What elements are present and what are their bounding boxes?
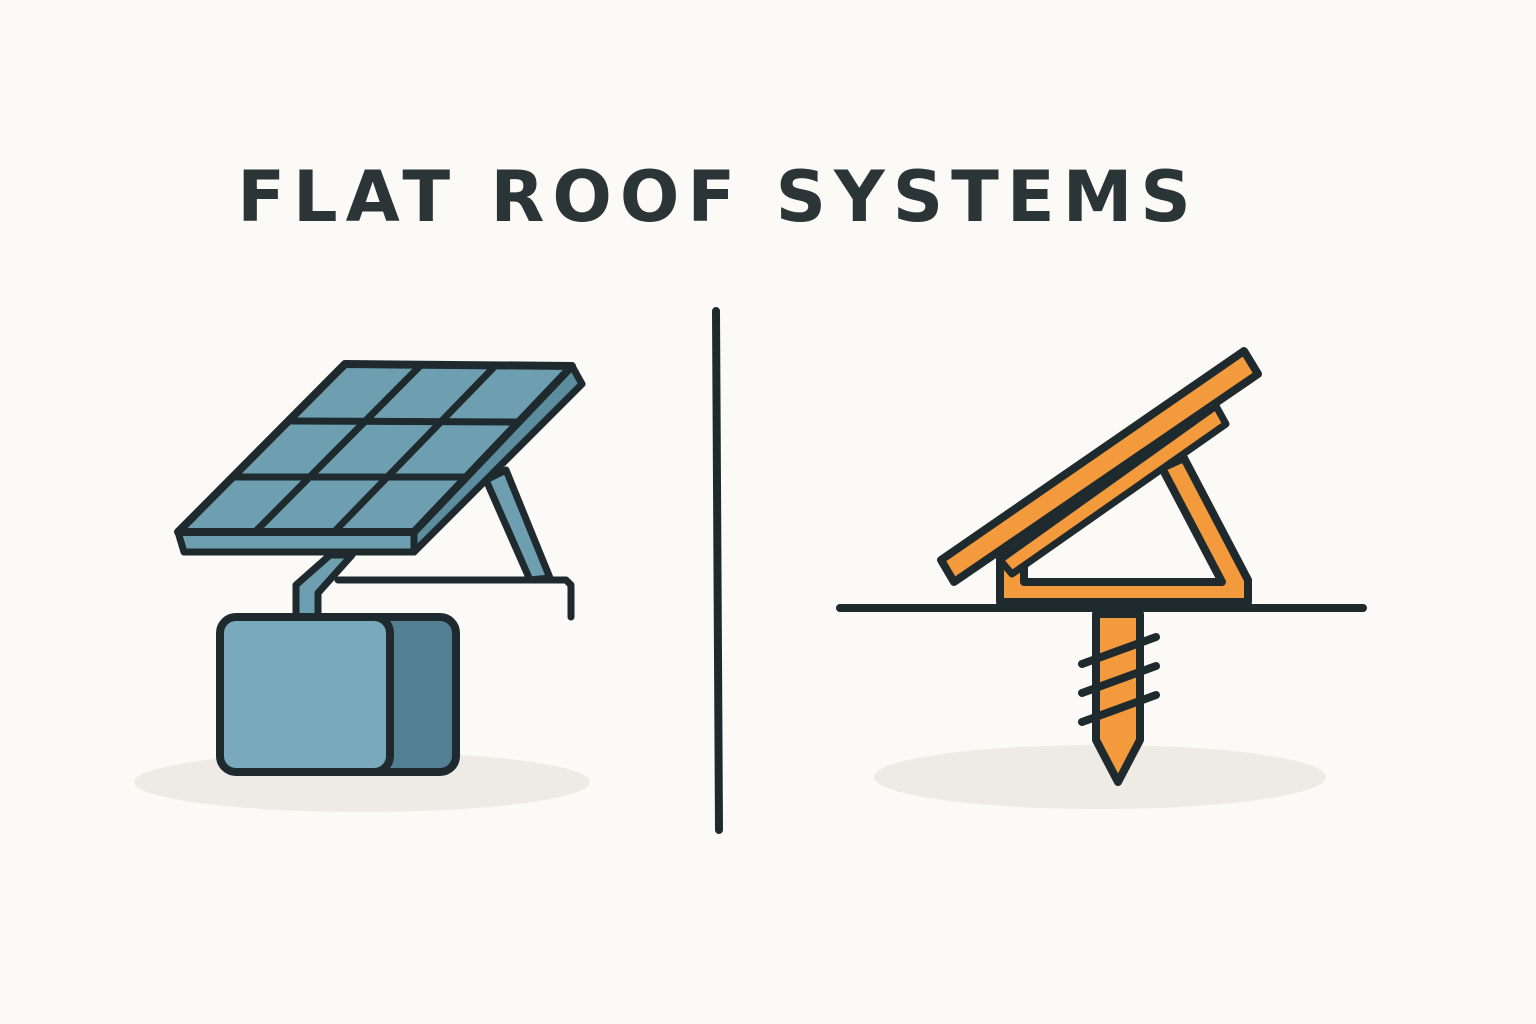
panel-front-post bbox=[292, 551, 356, 622]
support-rail bbox=[334, 576, 575, 621]
screw-shaft bbox=[1092, 610, 1144, 786]
mount-top-rail bbox=[937, 347, 1262, 586]
ballast-block bbox=[216, 613, 394, 776]
solar-cell-grid bbox=[230, 361, 523, 536]
ballasted-solar-panel-icon bbox=[134, 360, 590, 812]
right-ground-shadow bbox=[874, 745, 1326, 809]
screw-anchored-mount-icon bbox=[836, 347, 1367, 809]
panel-rear-strut bbox=[482, 466, 554, 584]
mount-lower-rail bbox=[996, 402, 1230, 578]
center-divider bbox=[712, 307, 723, 834]
page-title: FLAT ROOF SYSTEMS bbox=[237, 156, 1199, 238]
screw-threads bbox=[1078, 633, 1160, 726]
